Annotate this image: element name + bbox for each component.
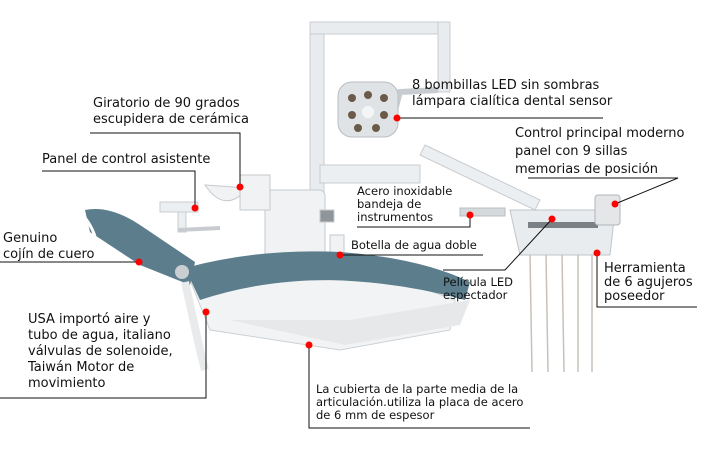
main-control-panel (459, 194, 621, 373)
label-line: cojín de cuero (3, 247, 95, 262)
label-line: escupidera de cerámica (93, 112, 249, 127)
label-line: articulación.utiliza la placa de acero (316, 395, 524, 409)
label-line: USA importó aire y (28, 312, 151, 327)
leader-lines (0, 117, 697, 429)
label-lamp: 8 bombillas LED sin sombras lámpara cial… (412, 78, 612, 110)
label-line: Película LED (443, 275, 514, 289)
label-cover: La cubierta de la parte media de la arti… (316, 383, 523, 422)
label-line: Botella de agua doble (351, 238, 477, 252)
label-line: de 6 mm de espesor (316, 408, 435, 422)
assistant-panel-arm (159, 201, 221, 233)
label-holder: Herramienta de 6 agujeros poseedor (604, 262, 693, 304)
label-bottle: Botella de agua doble (351, 239, 477, 252)
label-line: Panel de control asistente (42, 152, 211, 167)
label-cushion: Genuino cojín de cuero (3, 231, 94, 263)
label-led-film: Película LED espectador (443, 276, 513, 302)
label-line: instrumentos (357, 210, 434, 224)
instrument-arm (319, 144, 541, 211)
label-line: Giratorio de 90 grados (93, 96, 240, 111)
label-line: Genuino (3, 231, 58, 246)
label-line: tubo de agua, italiano (28, 328, 171, 343)
label-line: memorias de posición (515, 162, 659, 177)
label-line: bandeja de (357, 197, 422, 211)
label-spittoon: Giratorio de 90 grados escupidera de cer… (93, 96, 249, 128)
label-line: Herramienta (604, 261, 686, 276)
marker-dots (135, 114, 619, 349)
label-line: Taiwán Motor de (28, 360, 135, 375)
label-line: Acero inoxidable (357, 184, 453, 198)
label-tray: Acero inoxidable bandeja de instrumentos (357, 185, 452, 224)
label-assistant-panel: Panel de control asistente (42, 152, 210, 168)
label-line: de 6 agujeros (604, 275, 693, 290)
dental-lamp (337, 81, 399, 138)
label-line: válvulas de solenoide, (28, 344, 173, 359)
label-line: espectador (443, 288, 508, 302)
label-line: 8 bombillas LED sin sombras (412, 78, 600, 93)
label-control: Control principal moderno panel con 9 si… (515, 125, 684, 179)
label-line: panel con 9 sillas (515, 144, 628, 159)
label-valves: USA importó aire y tubo de agua, italian… (28, 312, 173, 392)
label-line: lámpara cialítica dental sensor (412, 94, 613, 109)
label-line: Control principal moderno (515, 126, 685, 141)
label-line: movimiento (28, 376, 106, 391)
chair (78, 209, 470, 371)
label-line: La cubierta de la parte media de la (316, 382, 519, 396)
label-line: poseedor (604, 289, 665, 304)
